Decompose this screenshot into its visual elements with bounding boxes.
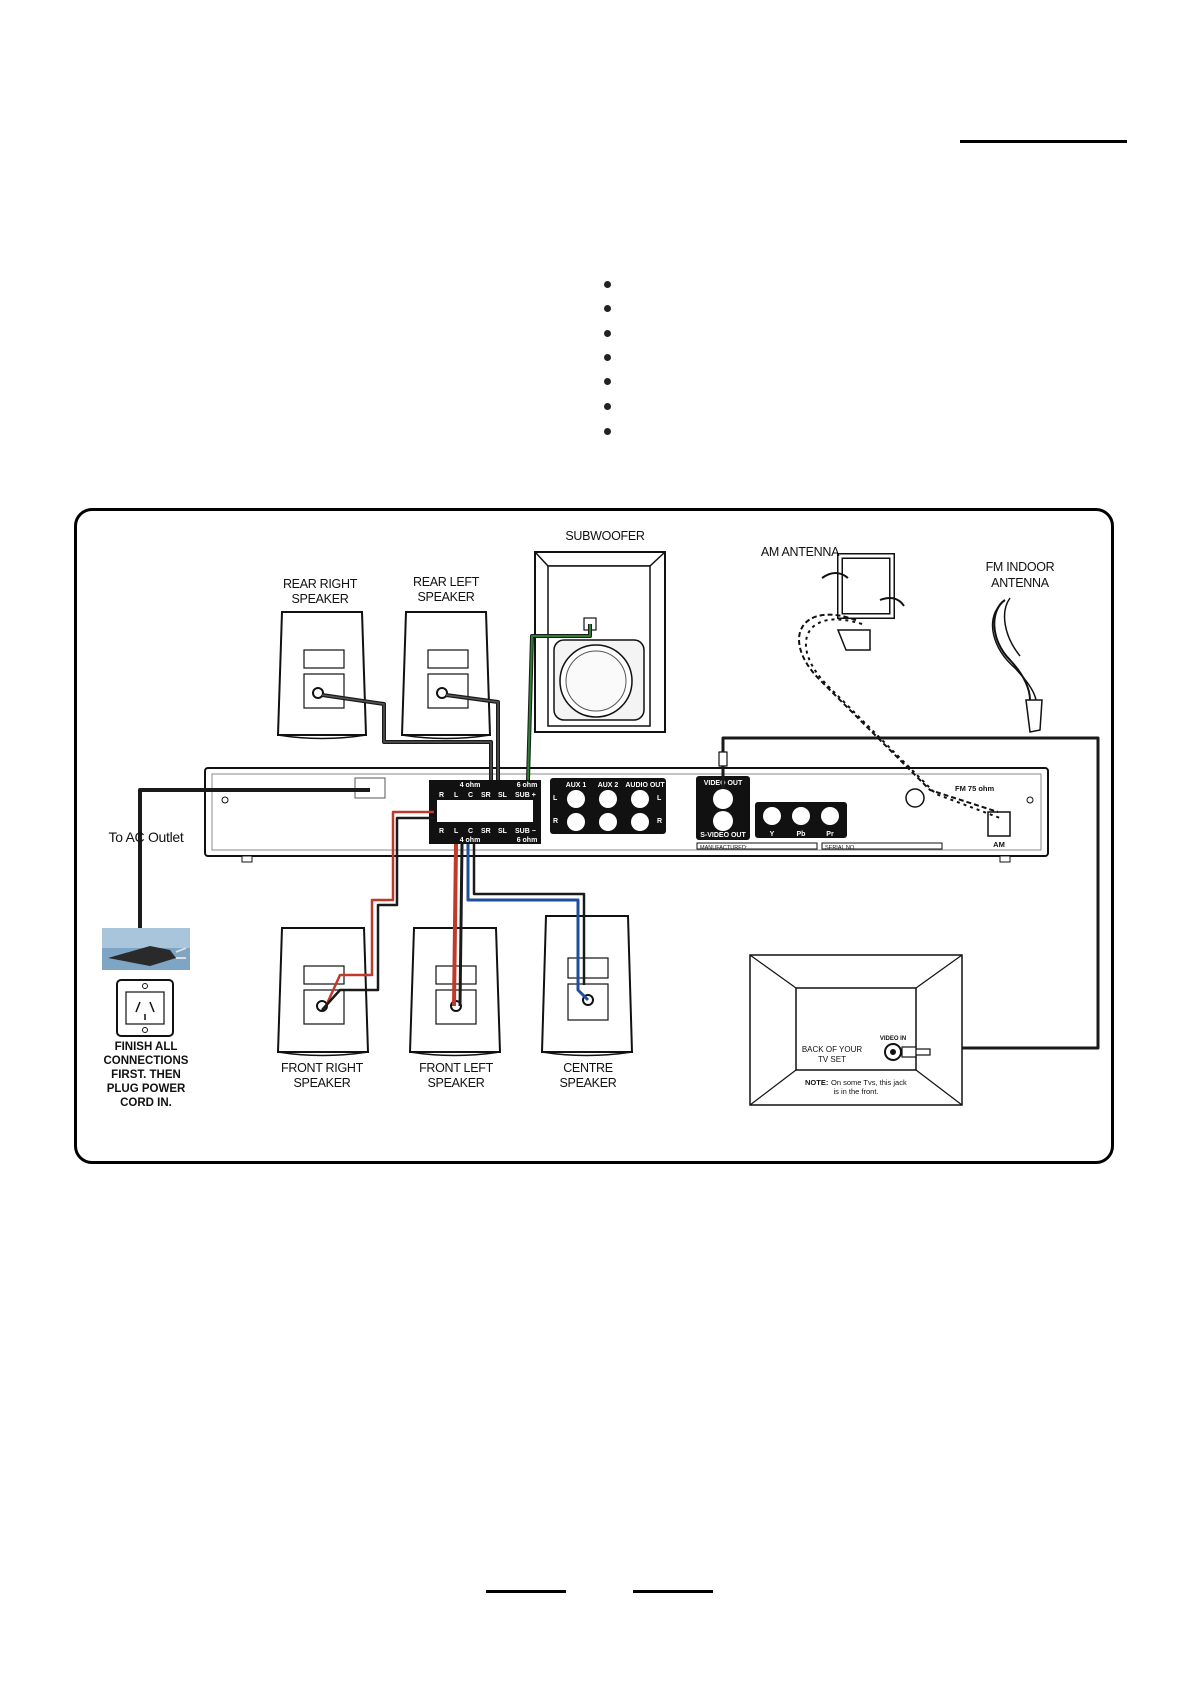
footer-rule-left <box>486 1590 566 1593</box>
tv-note-line-1: On some Tvs, this jack <box>831 1078 907 1087</box>
front-right-label-2: SPEAKER <box>294 1076 351 1090</box>
diagram-frame <box>74 508 1114 1164</box>
speaker-wires <box>138 624 1100 1050</box>
fm-antenna: FM INDOOR ANTENNA <box>986 560 1055 733</box>
tv-back-label-2: TV SET <box>818 1055 846 1064</box>
subwoofer: SUBWOOFER <box>534 529 666 733</box>
terminal-label: SL <box>498 828 508 835</box>
ohm-top-right: 6 ohm <box>517 782 538 789</box>
bullet <box>604 330 611 337</box>
am-terminal-label: AM <box>993 840 1005 849</box>
terminal-label: SR <box>481 792 491 799</box>
serial-label: SERIAL NO. <box>825 845 856 851</box>
terminal-label: R <box>439 792 444 799</box>
bullet <box>604 428 611 435</box>
video-out-block: VIDEO OUT S-VIDEO OUT <box>696 776 750 840</box>
rear-right-label-1: REAR RIGHT <box>283 577 358 591</box>
terminal-label: L <box>454 828 459 835</box>
terminal-label: R <box>439 828 444 835</box>
power-plug-image <box>102 928 190 970</box>
comp-y-label: Y <box>770 831 775 838</box>
finish-line-2: CONNECTIONS <box>104 1055 189 1067</box>
terminal-label: SUB − <box>515 828 536 835</box>
channel-l: L <box>657 795 662 802</box>
speaker-terminal-block: 4 ohm 6 ohm 4 ohm 6 ohm R L C SR SL SUB … <box>429 780 541 844</box>
am-antenna-label: AM ANTENNA <box>761 545 840 559</box>
tv-note-line-2: is in the front. <box>833 1087 878 1096</box>
component-video-block: Y Pb Pr <box>755 802 847 838</box>
manufactured-label: MANUFACTURED: <box>700 845 748 851</box>
bullet <box>604 378 611 385</box>
tv-back-label-1: BACK OF YOUR <box>802 1045 863 1054</box>
front-right-speaker: FRONT RIGHT SPEAKER <box>276 927 370 1090</box>
ohm-bottom-left: 4 ohm <box>460 837 481 844</box>
tv-note-bold: NOTE: <box>805 1078 828 1087</box>
finish-line-5: CORD IN. <box>120 1097 172 1109</box>
finish-connections-note: FINISH ALL CONNECTIONS FIRST. THEN PLUG … <box>104 1041 189 1109</box>
terminal-label: C <box>468 792 473 799</box>
centre-speaker: CENTRE SPEAKER <box>540 915 634 1090</box>
comp-pb-label: Pb <box>797 831 806 838</box>
front-right-label-1: FRONT RIGHT <box>281 1061 364 1075</box>
centre-label-2: SPEAKER <box>560 1076 617 1090</box>
bullet <box>604 354 611 361</box>
fm-antenna-label-1: FM INDOOR <box>986 560 1055 574</box>
rear-right-label-2: SPEAKER <box>292 592 349 606</box>
bullet <box>604 403 611 410</box>
subwoofer-label: SUBWOOFER <box>565 529 645 543</box>
finish-line-3: FIRST. THEN <box>111 1069 181 1081</box>
main-unit-rear-panel: 4 ohm 6 ohm 4 ohm 6 ohm R L C SR SL SUB … <box>204 767 1049 863</box>
audio-jack-block: AUX 1 AUX 2 AUDIO OUT L R L R <box>550 778 666 834</box>
ohm-bottom-right: 6 ohm <box>517 837 538 844</box>
ohm-top-left: 4 ohm <box>460 782 481 789</box>
channel-r: R <box>657 818 662 825</box>
aux1-label: AUX 1 <box>566 782 587 789</box>
am-antenna: AM ANTENNA <box>761 545 1001 819</box>
terminal-label: SR <box>481 828 491 835</box>
rear-right-speaker: REAR RIGHT SPEAKER <box>276 577 368 740</box>
terminal-label: L <box>454 792 459 799</box>
finish-line-1: FINISH ALL <box>115 1041 178 1053</box>
bullet <box>604 305 611 312</box>
rear-left-label-2: SPEAKER <box>418 590 475 604</box>
channel-l: L <box>553 795 558 802</box>
channel-r: R <box>553 818 558 825</box>
centre-label-1: CENTRE <box>563 1061 613 1075</box>
audio-out-label: AUDIO OUT <box>625 782 665 789</box>
rear-left-label-1: REAR LEFT <box>413 575 480 589</box>
finish-line-4: PLUG POWER <box>107 1083 186 1095</box>
front-left-label-1: FRONT LEFT <box>419 1061 494 1075</box>
svideo-out-label: S-VIDEO OUT <box>700 832 746 839</box>
front-left-label-2: SPEAKER <box>428 1076 485 1090</box>
fm-antenna-label-2: ANTENNA <box>991 576 1050 590</box>
comp-pr-label: Pr <box>826 831 834 838</box>
bullet <box>604 281 611 288</box>
aux2-label: AUX 2 <box>598 782 619 789</box>
footer-rule-right <box>633 1590 713 1593</box>
terminal-label: SL <box>498 792 508 799</box>
tv-video-in-label: VIDEO IN <box>880 1036 906 1042</box>
rear-left-speaker: REAR LEFT SPEAKER <box>400 575 492 740</box>
ac-outlet-label: To AC Outlet <box>109 829 184 845</box>
wall-outlet-icon <box>116 979 174 1037</box>
terminal-label: SUB + <box>515 792 536 799</box>
terminal-label: C <box>468 828 473 835</box>
fm75-label: FM 75 ohm <box>955 784 995 793</box>
tv-set-back: VIDEO IN BACK OF YOUR TV SET NOTE: On so… <box>749 954 963 1106</box>
header-rule <box>960 140 1127 143</box>
